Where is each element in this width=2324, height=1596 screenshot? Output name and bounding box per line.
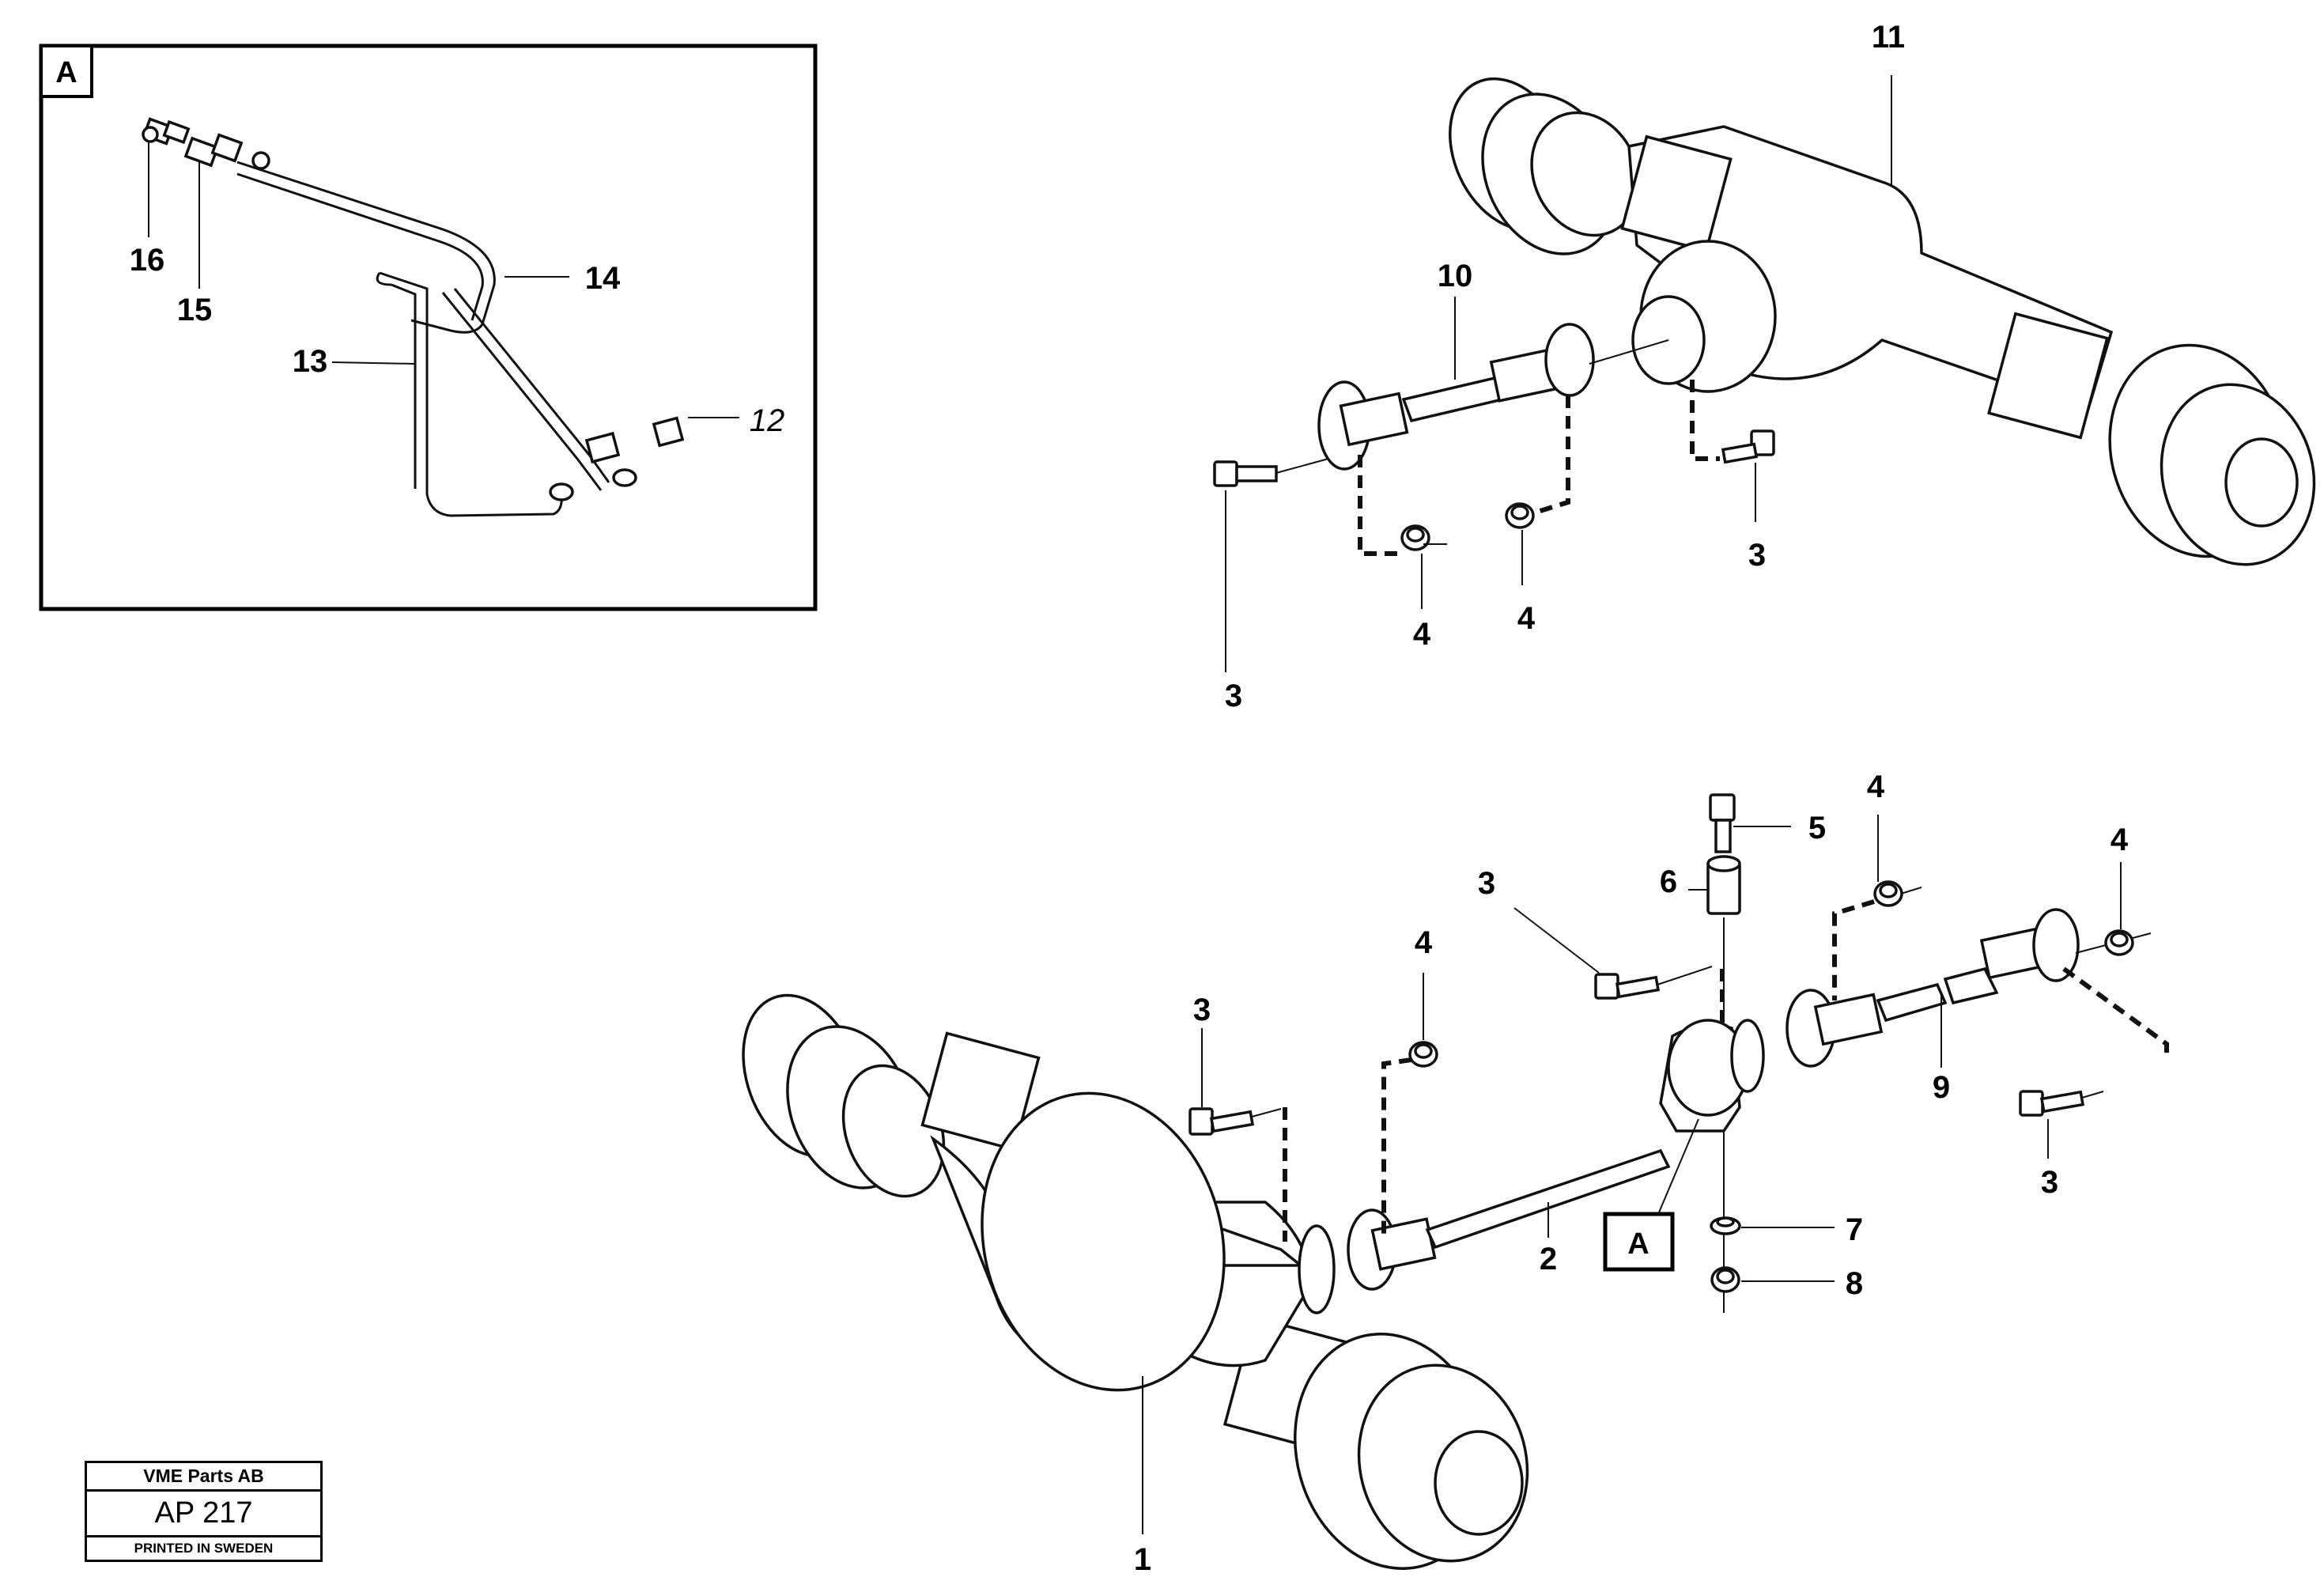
bolt-5 [1709,793,1736,853]
part-label-6: 6 [1660,864,1677,899]
fitting-16 [142,117,191,146]
part-label-2: 2 [1540,1242,1557,1276]
inset-a-detail: A 16 15 14 [39,43,818,611]
intermediate-shaft-2 [1347,1019,1765,1291]
brake-pipe-13 [379,271,563,517]
bolt-upper-right [1721,429,1775,522]
part-label-4-lower-left: 4 [1415,925,1433,960]
propeller-shaft-10 [1317,323,1669,471]
part-label-14: 14 [585,261,621,296]
brake-pipe-14 [236,161,496,334]
part-label-12: 12 [750,403,785,438]
part-label-3-lower-right: 3 [2041,1165,2058,1200]
fitting-12 [549,416,685,501]
part-label-4-lower-mid: 4 [1867,770,1885,804]
stamp-company: VME Parts AB [87,1463,320,1492]
part-label-3-lower-left: 3 [1193,993,1211,1027]
part-label-9: 9 [1933,1070,1950,1105]
part-label-13: 13 [293,344,328,379]
bolt-lower-mid [1594,966,1713,1000]
part-label-4-upper-left: 4 [1413,617,1431,652]
part-label-4-upper-right: 4 [1517,601,1536,636]
nut-8 [1710,1266,1740,1293]
part-label-5: 5 [1808,811,1826,845]
nut-lower-mid [1873,880,1903,907]
inset-title: A [55,56,77,89]
part-label-4-lower-right: 4 [2110,823,2129,857]
part-label-3-lower-mid: 3 [1478,866,1495,901]
part-label-3-upper-right: 3 [1748,538,1766,573]
part-label-10: 10 [1438,259,1473,293]
spacer-6 [1706,855,1741,915]
bolt-upper-left [1213,458,1329,672]
fitting-15 [183,133,270,170]
nut-lower-right [2104,929,2134,956]
bolt-lower-left [1188,1107,1282,1136]
nut-upper-right [1505,502,1535,529]
part-label-1: 1 [1134,1542,1151,1577]
bolt-lower-right [2019,1090,2104,1117]
part-label-7: 7 [1846,1212,1863,1247]
part-label-3-upper-left: 3 [1225,679,1242,713]
front-axle-assembly [742,993,1529,1570]
part-label-16: 16 [130,243,165,278]
stamp-printed: PRINTED IN SWEDEN [134,1541,274,1556]
part-label-15: 15 [177,293,213,327]
callout-a-label: A [1627,1227,1649,1261]
nut-lower-left [1408,1041,1438,1068]
title-stamp: VME Parts AB AP 217 PRINTED IN SWEDEN [85,1461,323,1562]
nut-upper-left [1400,524,1430,551]
propeller-shaft-9 [1786,908,2152,1068]
part-label-11: 11 [1872,20,1905,55]
stamp-code: AP 217 [87,1492,320,1537]
rear-axle-assembly [1449,77,2316,566]
washer-7 [1710,1216,1741,1235]
part-label-8: 8 [1846,1266,1863,1301]
